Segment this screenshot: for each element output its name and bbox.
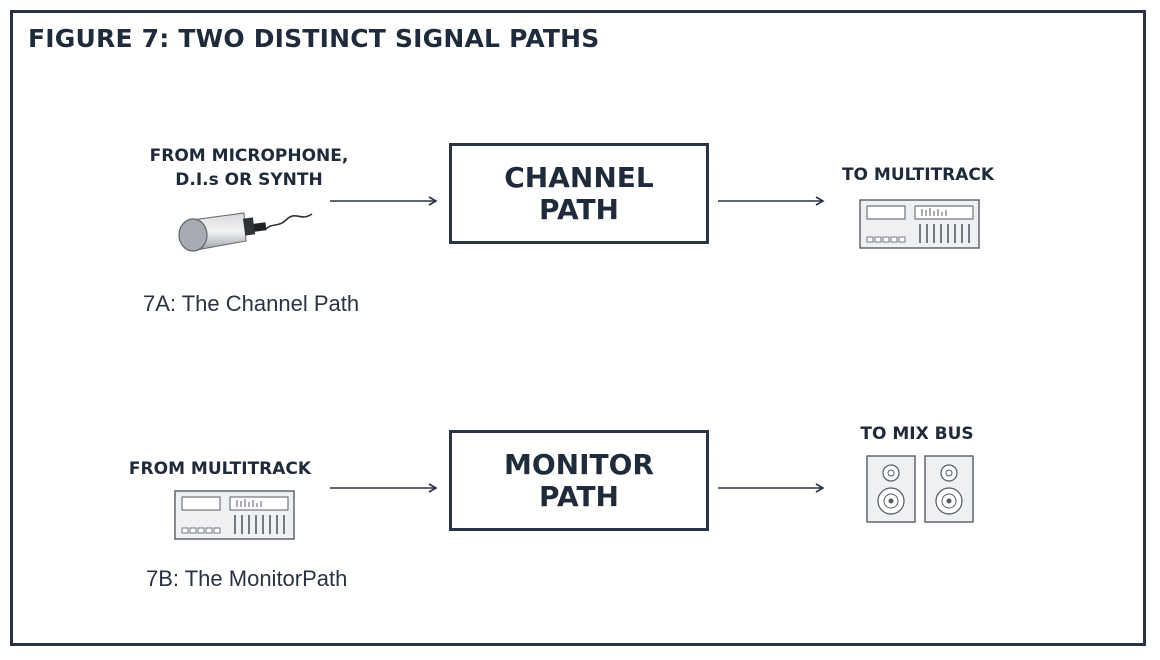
monitor-path-caption: 7B: The MonitorPath <box>146 566 348 591</box>
channel-path-box: CHANNEL PATH <box>449 143 709 244</box>
channel-path-caption: 7A: The Channel Path <box>143 291 360 316</box>
monitor-path-box: MONITOR PATH <box>449 430 709 531</box>
monitor-dest-label: TO MIX BUS <box>860 424 974 444</box>
figure-title: FIGURE 7: TWO DISTINCT SIGNAL PATHS <box>28 24 600 53</box>
channel-dest-label: TO MULTITRACK <box>841 165 995 185</box>
microphone-icon <box>178 212 313 252</box>
speakers-icon <box>866 455 974 523</box>
monitor-path-label: MONITOR PATH <box>504 447 654 513</box>
speaker-left <box>866 455 916 523</box>
channel-path-label: CHANNEL PATH <box>504 160 654 226</box>
multitrack-recorder-icon <box>859 199 980 249</box>
monitor-source-label: FROM MULTITRACK <box>128 459 312 479</box>
speaker-right <box>924 455 974 523</box>
channel-source-label: FROM MICROPHONE, D.I.s OR SYNTH <box>149 146 349 190</box>
multitrack-recorder-icon <box>174 490 295 540</box>
figure-frame <box>10 10 1146 646</box>
